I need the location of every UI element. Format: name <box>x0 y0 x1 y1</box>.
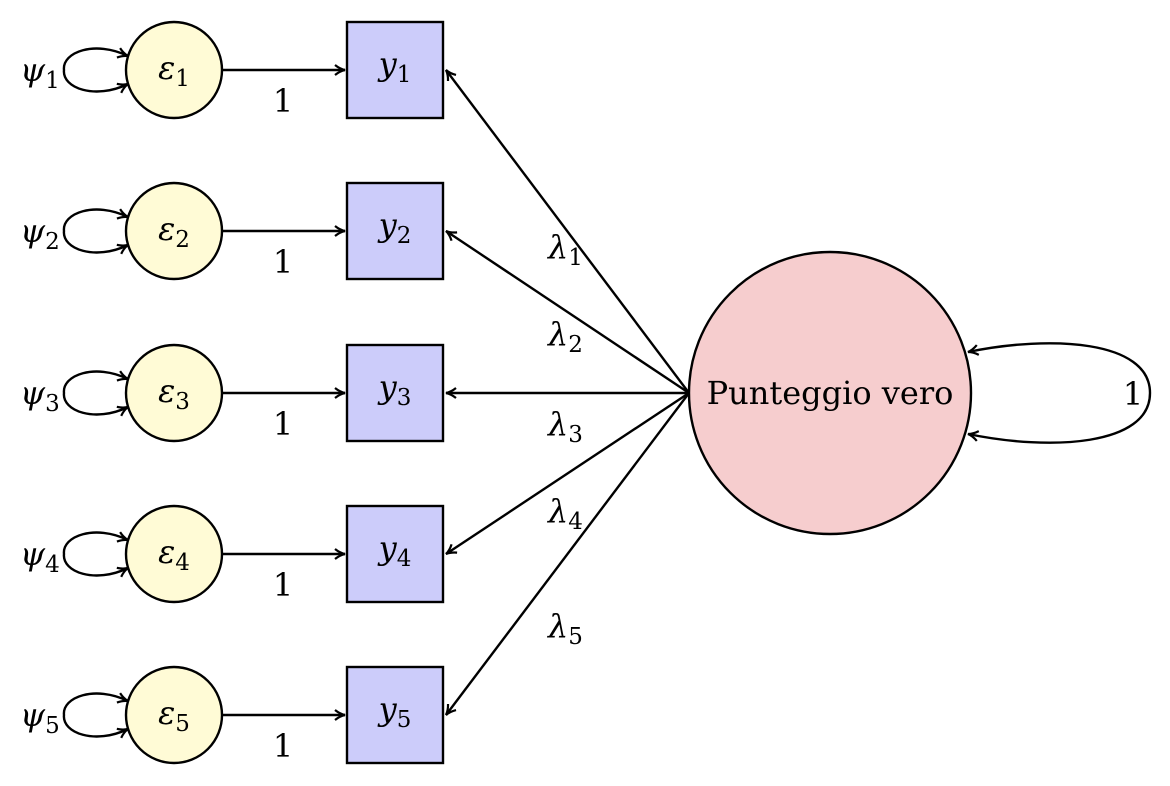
loading-label: λ4 <box>546 492 583 535</box>
psi-loop-edge <box>62 208 129 255</box>
observed-node <box>345 343 445 443</box>
observed-label: y5 <box>377 690 412 733</box>
error-label: ε1 <box>158 49 190 92</box>
latent-loop-edge-top <box>967 342 1152 394</box>
psi-loop-edge <box>62 370 129 417</box>
path-label: 1 <box>273 82 293 120</box>
loading-edge <box>444 392 690 716</box>
latent-node <box>687 250 973 536</box>
error-node <box>124 665 224 765</box>
error-node <box>124 20 224 120</box>
psi-loop-edge <box>62 692 129 739</box>
error-label: ε5 <box>158 694 190 737</box>
loading-label: λ3 <box>546 405 583 448</box>
observed-node <box>345 504 445 604</box>
error-label: ε2 <box>158 210 190 253</box>
loading-label: λ5 <box>546 607 583 650</box>
observed-label: y2 <box>377 206 412 249</box>
psi-loop-edge <box>62 531 129 578</box>
psi-label: ψ2 <box>20 212 60 255</box>
latent-variance-label: 1 <box>1123 375 1143 413</box>
path-label: 1 <box>273 566 293 604</box>
error-label: ε3 <box>158 372 190 415</box>
loading-label: λ2 <box>546 315 583 358</box>
latent-label: Punteggio vero <box>707 374 954 412</box>
error-node <box>124 343 224 443</box>
path-label: 1 <box>273 727 293 765</box>
psi-label: ψ3 <box>20 374 60 417</box>
psi-loop-edge <box>62 47 129 94</box>
observed-label: y3 <box>377 368 412 411</box>
psi-label: ψ1 <box>20 51 60 94</box>
observed-node <box>345 665 445 765</box>
observed-label: y1 <box>377 45 412 88</box>
observed-node <box>345 181 445 281</box>
error-node <box>124 504 224 604</box>
observed-label: y4 <box>377 529 412 572</box>
loading-label: λ1 <box>546 228 583 271</box>
loading-edge <box>445 391 690 556</box>
path-label: 1 <box>273 243 293 281</box>
psi-label: ψ5 <box>20 696 60 739</box>
loading-edge <box>444 69 690 394</box>
observed-node <box>345 20 445 120</box>
path-label: 1 <box>273 405 293 443</box>
psi-label: ψ4 <box>20 535 60 578</box>
loading-edge <box>445 229 690 394</box>
latent-loop-edge-bottom <box>967 392 1152 444</box>
error-node <box>124 181 224 281</box>
error-label: ε4 <box>158 533 190 576</box>
